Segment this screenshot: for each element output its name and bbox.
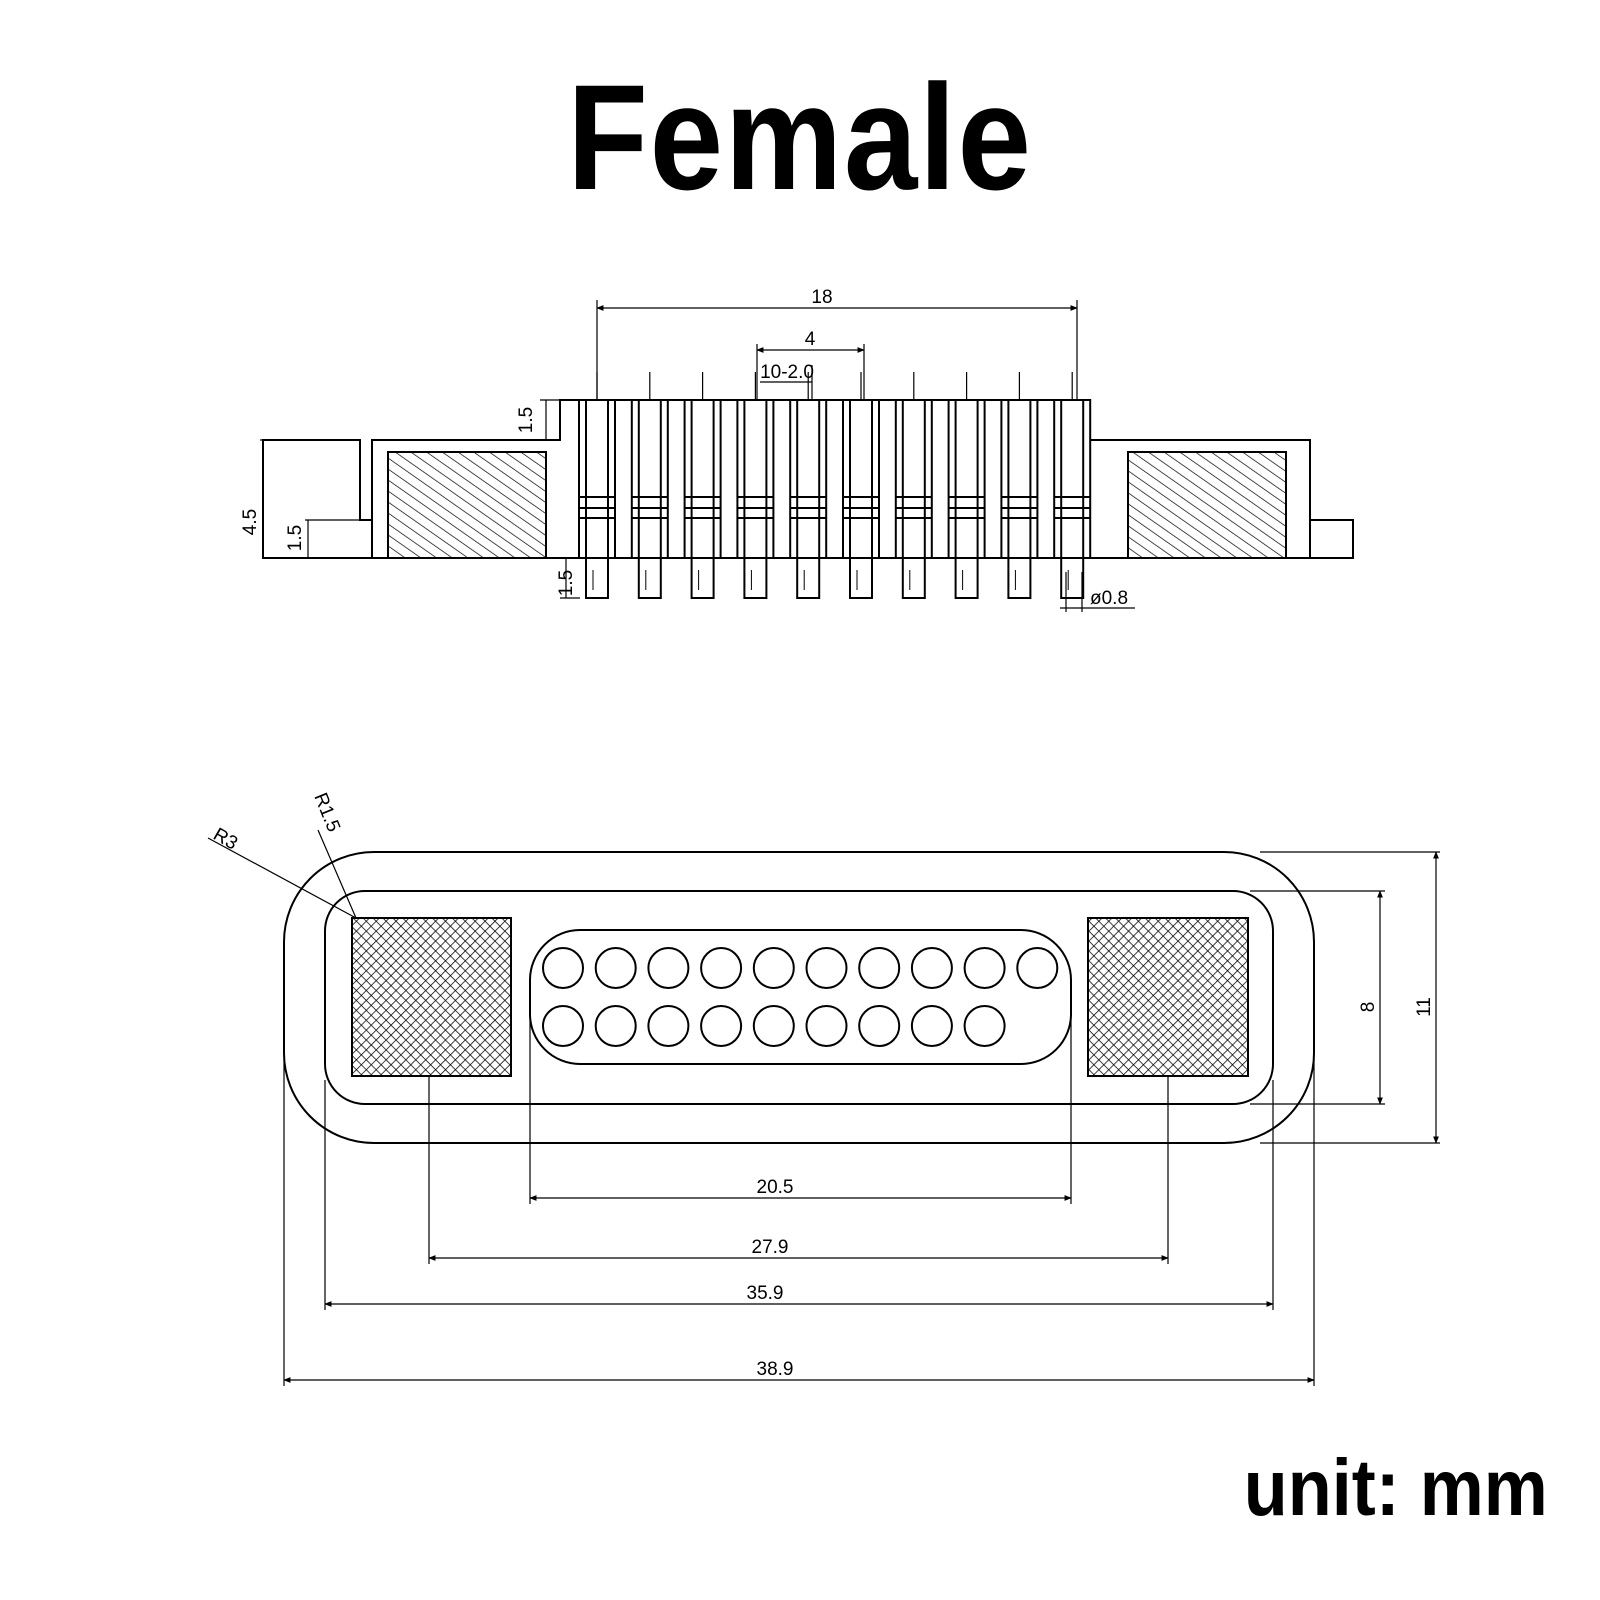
dim-r3-label: R3 <box>210 824 242 854</box>
side-pin <box>630 372 669 599</box>
side-view <box>262 372 1354 599</box>
dim-pin-spec-label: 10-2.0 <box>760 362 814 383</box>
dim-8-label: 8 <box>1358 1002 1379 1013</box>
pin-hole <box>542 1005 584 1047</box>
side-pin <box>736 372 775 599</box>
pin-hole <box>858 947 901 989</box>
side-pin <box>842 372 880 599</box>
pin-hole <box>858 1005 901 1047</box>
side-pin <box>789 372 828 599</box>
side-pin <box>894 372 933 599</box>
side-magnet-right <box>1127 451 1287 559</box>
top-pin-field-outline <box>529 929 1072 1065</box>
dim-15-bottom-label: 1.5 <box>556 570 577 596</box>
dim-205-label: 20.5 <box>757 1177 794 1198</box>
pin-hole <box>910 947 953 989</box>
pin-hole <box>647 947 690 989</box>
dim-279-label: 27.9 <box>752 1237 789 1258</box>
top-pin-holes <box>542 947 1059 1047</box>
pin-hole <box>647 1005 690 1047</box>
pin-hole <box>752 1005 795 1047</box>
pin-hole <box>542 947 584 989</box>
dim-4-label: 4 <box>805 329 816 350</box>
page-title: Female <box>567 53 1033 221</box>
unit-label: unit: mm <box>1244 1443 1548 1532</box>
pin-hole <box>910 1005 953 1047</box>
dim-45-label: 4.5 <box>240 509 261 535</box>
dim-15-top-label: 1.5 <box>516 407 537 433</box>
top-dimensions <box>207 829 1440 1386</box>
side-dimension-labels: 18 4 10-2.0 1.5 4.5 1.5 1.5 ø0.8 <box>240 287 1128 609</box>
dim-18-label: 18 <box>811 287 832 308</box>
pin-hole <box>1016 947 1059 989</box>
pin-hole <box>700 947 743 989</box>
pin-hole <box>700 1005 743 1047</box>
pin-hole <box>752 947 795 989</box>
dim-11-label: 11 <box>1414 997 1435 1017</box>
side-pin <box>683 372 722 599</box>
side-pin <box>578 372 616 599</box>
side-pin <box>947 372 986 599</box>
top-inner-outline <box>324 890 1274 1105</box>
side-dimensions <box>260 300 1135 612</box>
pin-hole <box>963 1005 1006 1047</box>
top-view <box>283 851 1315 1144</box>
side-magnet-left <box>387 451 547 559</box>
dim-pin-diameter-label: ø0.8 <box>1090 588 1128 609</box>
top-magnet-right <box>1087 917 1249 1077</box>
pin-hole <box>963 947 1006 989</box>
dim-389-label: 38.9 <box>757 1359 794 1380</box>
dim-359-label: 35.9 <box>747 1283 784 1304</box>
side-pins <box>578 372 1092 599</box>
dim-15-flange-label: 1.5 <box>285 525 306 551</box>
side-pin <box>1053 372 1092 599</box>
dim-r15-label: R1.5 <box>309 790 344 835</box>
pin-hole <box>594 947 637 989</box>
top-outer-outline <box>283 851 1315 1144</box>
pin-hole <box>594 1005 637 1047</box>
top-magnet-left <box>351 917 512 1077</box>
side-pin <box>1000 372 1039 599</box>
pin-hole <box>805 947 848 989</box>
pin-hole <box>805 1005 848 1047</box>
